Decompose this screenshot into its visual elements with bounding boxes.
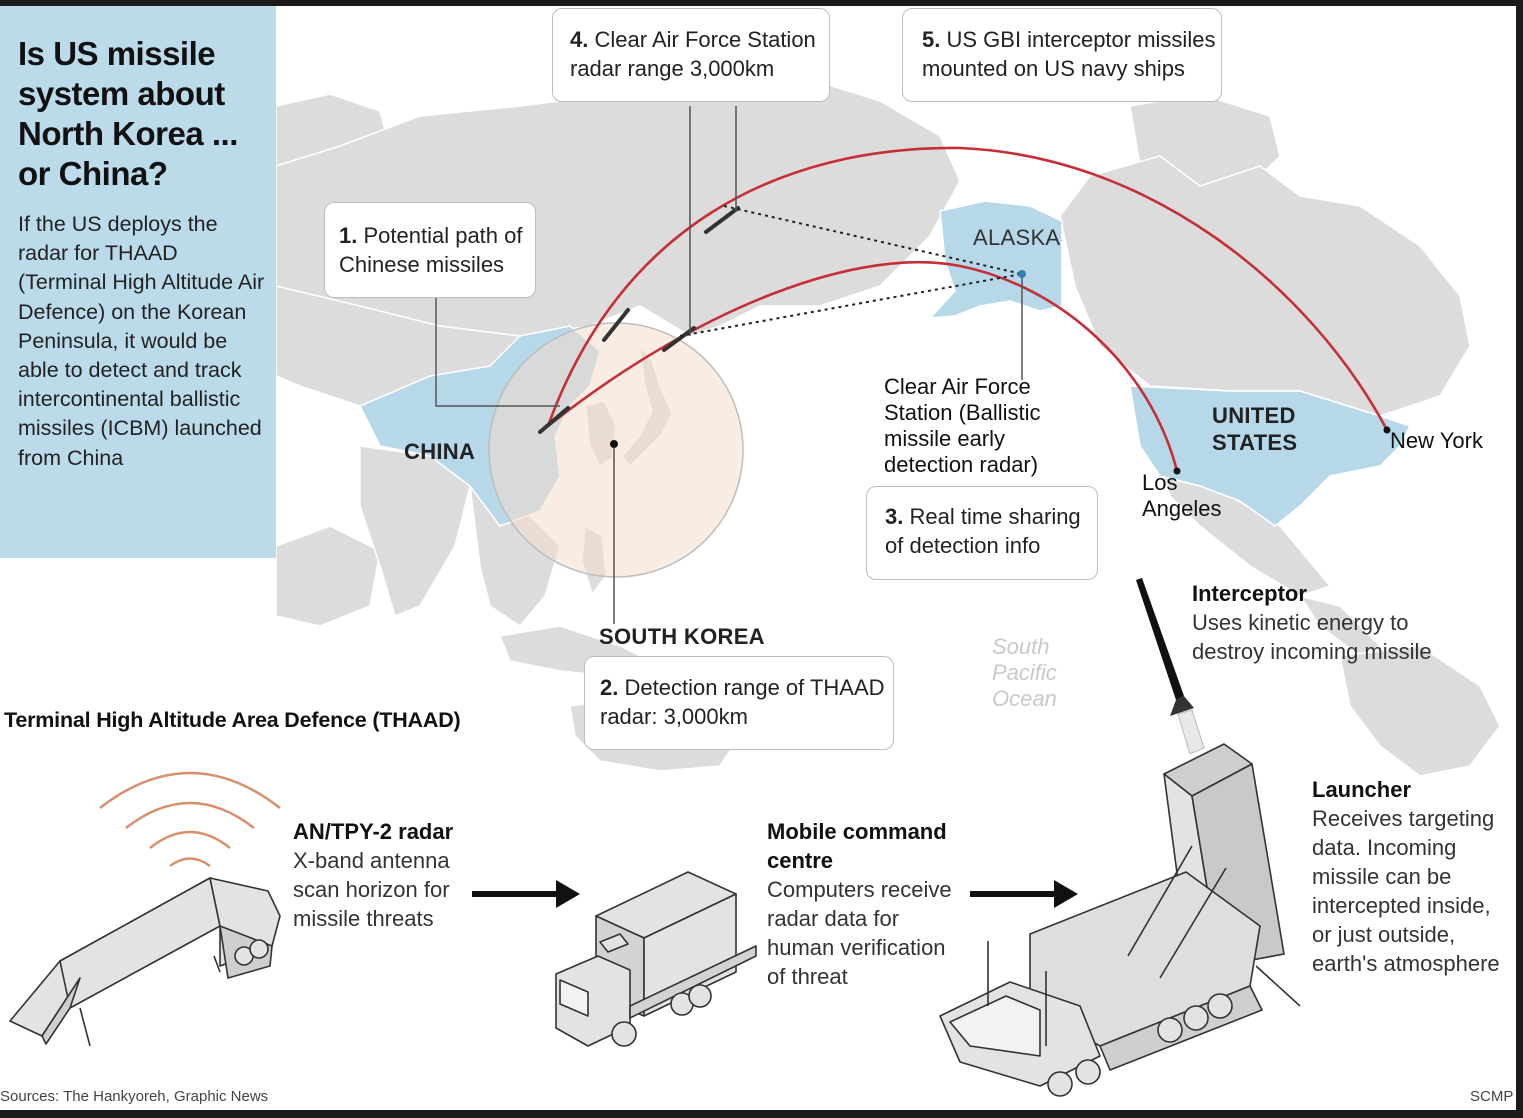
label-alaska: ALASKA	[973, 225, 1061, 250]
flow-arrows	[472, 880, 1078, 908]
south-korea-point	[610, 440, 618, 448]
interceptor-description: Interceptor Uses kinetic energy to destr…	[1192, 579, 1442, 666]
callout-text: Detection range of THAAD radar: 3,000km	[600, 675, 885, 729]
world-map	[9, 75, 1501, 1097]
command-text: Computers receive radar data for human v…	[767, 877, 952, 989]
infographic-canvas: Is US missile system about North Korea .…	[0, 6, 1516, 1110]
radar-truck-icon	[9, 877, 281, 1047]
arrow-right-icon	[472, 880, 580, 908]
land-alaska	[928, 200, 1063, 319]
interceptor-missile-icon	[1136, 578, 1205, 755]
callout-info-sharing: 3. Real time sharing of detection info	[866, 486, 1098, 580]
interceptor-text: Uses kinetic energy to destroy incoming …	[1192, 610, 1432, 664]
land-south-america	[1339, 645, 1501, 777]
callout-text: Clear Air Force Station radar range 3,00…	[570, 27, 816, 81]
launcher-description: Launcher Receives targeting data. Incomi…	[1312, 775, 1512, 978]
land-central-america	[1298, 594, 1382, 657]
label-new-york: New York	[1390, 428, 1483, 453]
clear-station-point	[1018, 270, 1026, 278]
marker-1	[602, 308, 630, 342]
command-title: Mobile command centre	[767, 819, 947, 873]
footer-sources: Sources: The Hankyoreh, Graphic News	[0, 1088, 269, 1105]
marker-3	[704, 206, 740, 234]
radar-text: X-band antenna scan horizon for missile …	[293, 848, 450, 931]
label-china: CHINA	[404, 439, 476, 464]
launcher-text: Receives targeting data. Incoming missil…	[1312, 806, 1500, 976]
command-truck-icon	[555, 871, 757, 1047]
marker-2	[662, 326, 696, 352]
command-description: Mobile command centre Computers receive …	[767, 817, 959, 991]
launcher-title: Launcher	[1312, 777, 1412, 802]
callout-clear-radar-range: 4. Clear Air Force Station radar range 3…	[552, 8, 830, 102]
page-title: Is US missile system about North Korea .…	[18, 35, 238, 192]
callout-gbi-interceptors: 5. US GBI interceptor missiles mounted o…	[902, 8, 1222, 102]
arrow-right-icon	[970, 880, 1078, 908]
callout-number: 4.	[570, 27, 589, 52]
label-ocean: South Pacific Ocean	[992, 634, 1057, 711]
thaad-range-circle	[488, 322, 744, 578]
callout-number: 5.	[922, 27, 941, 52]
marker-launch	[538, 406, 570, 434]
radar-description: AN/TPY-2 radar X-band antenna scan horiz…	[293, 817, 493, 933]
interceptor-title: Interceptor	[1192, 581, 1307, 606]
new-york-point	[1383, 426, 1391, 434]
callout-number: 1.	[339, 223, 358, 248]
radar-waves-icon	[99, 771, 281, 868]
leader-lines	[435, 106, 1023, 624]
callout-thaad-range: 2. Detection range of THAAD radar: 3,000…	[584, 656, 894, 750]
info-sharing-lines	[679, 205, 1023, 337]
callout-number: 2.	[600, 675, 619, 700]
callout-number: 3.	[885, 504, 904, 529]
land-middle-east	[275, 525, 381, 627]
label-south-korea: SOUTH KOREA	[599, 624, 765, 649]
label-united-states: UNITED STATES	[1212, 403, 1298, 455]
path-to-new-york	[546, 146, 1389, 431]
intro-text: If the US deploys the radar for THAAD (T…	[18, 212, 265, 470]
footer-credit: SCMP	[1470, 1088, 1514, 1105]
callout-text: Real time sharing of detection info	[885, 504, 1081, 558]
land-canada	[1059, 155, 1471, 417]
launcher-truck-icon	[939, 743, 1301, 1097]
label-los-angeles: Los Angeles	[1142, 470, 1222, 521]
los-angeles-point	[1173, 467, 1181, 475]
radar-title: AN/TPY-2 radar	[293, 819, 454, 844]
title-panel: Is US missile system about North Korea .…	[0, 6, 276, 558]
land-masses	[275, 75, 1501, 777]
land-usa	[1129, 385, 1412, 527]
callout-text: US GBI interceptor missiles mounted on U…	[922, 27, 1216, 81]
callout-potential-path: 1. Potential path of Chinese missiles	[324, 202, 536, 298]
detection-markers	[538, 206, 740, 434]
thaad-heading: Terminal High Altitude Area Defence (THA…	[4, 708, 461, 732]
label-clear-station: Clear Air Force Station (Ballistic missi…	[884, 374, 1041, 477]
callout-text: Potential path of Chinese missiles	[339, 223, 523, 277]
